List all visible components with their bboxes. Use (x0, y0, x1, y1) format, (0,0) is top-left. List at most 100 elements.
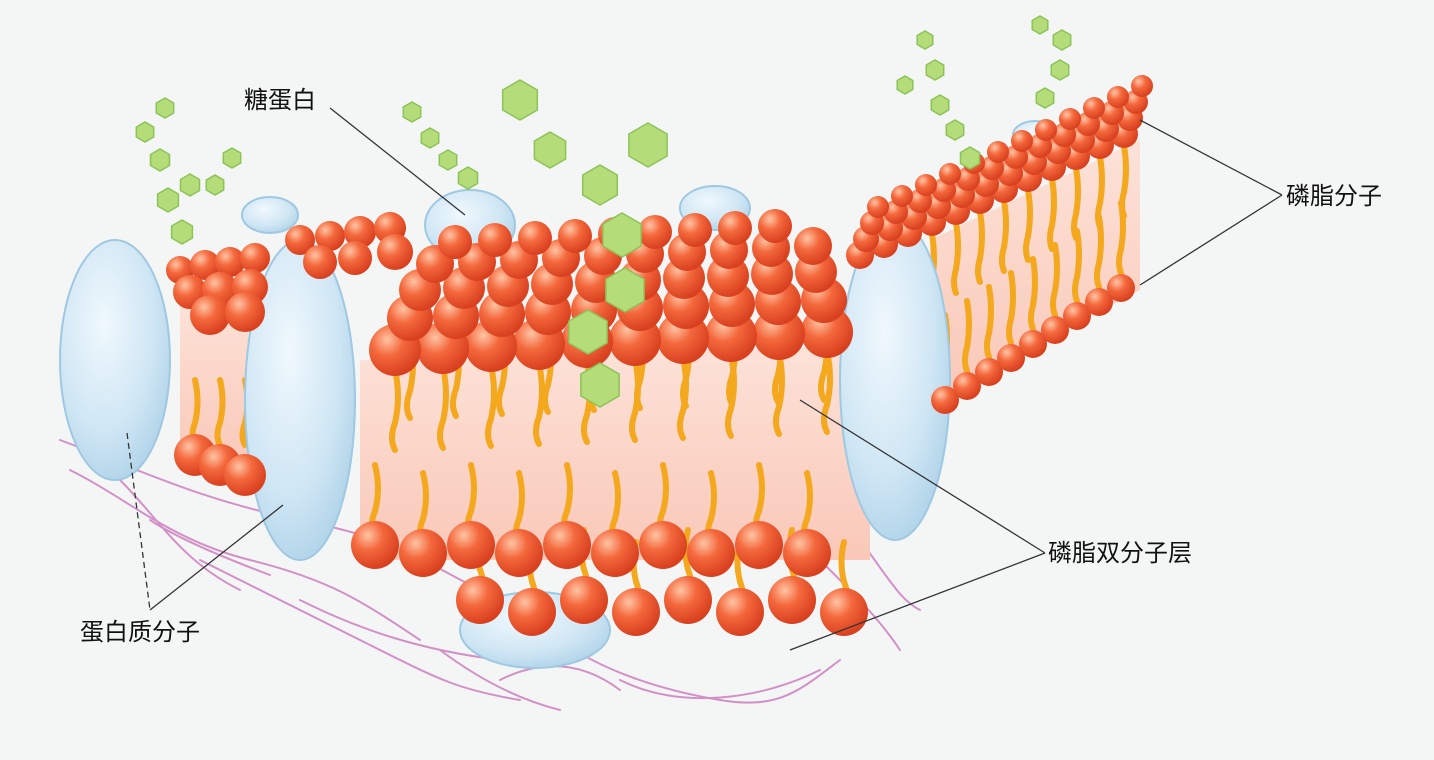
lipid-tail (1119, 143, 1129, 219)
sugar-unit (1052, 29, 1072, 51)
lipid-tail (1006, 270, 1016, 346)
sugar-unit (149, 148, 171, 172)
phospholipid-head (190, 250, 220, 280)
phospholipid-head (1041, 316, 1069, 344)
phospholipid-head (664, 576, 712, 624)
phospholipid-head (344, 216, 376, 248)
phospholipid-head (438, 225, 472, 259)
phospholipid-head (285, 225, 315, 255)
lipid-tail (1050, 242, 1060, 318)
lipid-tail (389, 367, 401, 453)
lipid-tail (214, 377, 226, 448)
phospholipid-head (867, 196, 889, 218)
lipid-tail (975, 209, 985, 285)
phospholipid-head (1131, 75, 1153, 97)
phospholipid-head (931, 386, 959, 414)
phospholipid-head (638, 215, 672, 249)
sugar-unit (1031, 15, 1049, 35)
phospholipid-head (338, 241, 372, 275)
sugar-unit (457, 166, 479, 190)
sugar-unit (533, 131, 567, 169)
sugar-unit (155, 97, 175, 119)
phospholipid-head (508, 588, 556, 636)
sugar-unit (581, 164, 619, 206)
sugar-unit (568, 309, 608, 355)
phospholipid-head (891, 185, 913, 207)
lipid-tail (984, 284, 994, 360)
phospholipid-head (687, 529, 735, 577)
lipid-tail (1023, 187, 1033, 263)
phospholipid-head (1035, 119, 1057, 141)
phospholipid-molecule-label: 磷脂分子 (1286, 182, 1382, 210)
sugar-chains (135, 15, 1072, 408)
sugar-unit (135, 121, 155, 143)
sugar-unit (580, 362, 620, 408)
phospholipid-bilayer-label: 磷脂双分子层 (1048, 539, 1192, 567)
sugar-unit (420, 127, 440, 149)
phospholipid-head (768, 576, 816, 624)
phospholipid-head (794, 227, 832, 265)
phospholipid-head (447, 521, 495, 569)
sugar-unit (628, 122, 668, 168)
lipid-tail (1094, 214, 1104, 290)
phospholipid-head (240, 243, 270, 273)
sugar-unit (222, 147, 242, 169)
phospholipid-head (939, 163, 961, 185)
sugar-unit (930, 94, 950, 116)
phospholipid-head (351, 521, 399, 569)
phospholipid-head (456, 576, 504, 624)
phospholipid-head (495, 529, 543, 577)
protein-molecule-label: 蛋白质分子 (80, 618, 200, 646)
phospholipid-head (478, 223, 512, 257)
phospholipid-head (1059, 108, 1081, 130)
sugar-unit (602, 212, 642, 258)
phospholipid-head (591, 529, 639, 577)
phospholipid-head (1063, 302, 1091, 330)
phospholipid-head (543, 521, 591, 569)
phospholipid-head (518, 221, 552, 255)
lipid-tail (1047, 176, 1057, 252)
sugar-unit (959, 146, 981, 170)
phospholipid-head (1085, 288, 1113, 316)
phospholipid-head (215, 247, 245, 277)
sugar-unit (501, 79, 539, 121)
phospholipid-head (953, 372, 981, 400)
phospholipid-head (399, 529, 447, 577)
lipid-tail (437, 365, 449, 451)
sugar-unit (925, 59, 945, 81)
phospholipid-head (678, 213, 712, 247)
phospholipid-head (303, 245, 337, 279)
lipid-tail (533, 361, 545, 447)
glycoprotein-label: 糖蛋白 (244, 86, 316, 114)
sugar-unit (205, 174, 225, 196)
sugar-unit (1035, 87, 1055, 109)
phospholipid-head (224, 454, 266, 496)
phospholipid-head (612, 588, 660, 636)
lipid-tail (999, 198, 1009, 274)
lipid-tail (962, 298, 972, 374)
phospholipid-head (1107, 274, 1135, 302)
phospholipid-head (718, 211, 752, 245)
sugar-unit (170, 219, 194, 245)
phospholipid-head (560, 576, 608, 624)
phospholipid-head (315, 221, 345, 251)
lipid-tail (1028, 256, 1038, 332)
phospholipid-head (987, 141, 1009, 163)
phospholipid-head (1011, 130, 1033, 152)
sugar-unit (156, 187, 180, 213)
phospholipid-head (1107, 86, 1129, 108)
phospholipid-head (225, 292, 265, 332)
phospholipid-head (558, 219, 592, 253)
sugar-unit (438, 149, 458, 171)
phospholipid-head (820, 588, 868, 636)
protein-molecules (59, 120, 1058, 669)
phospholipid-head (190, 295, 230, 335)
lipid-tail (1095, 154, 1105, 230)
phospholipid-head (377, 234, 413, 270)
phospholipid-head (1019, 330, 1047, 358)
phospholipid-head (1083, 97, 1105, 119)
lipid-tail (1072, 228, 1082, 304)
sugar-unit (605, 267, 645, 313)
lipid-tail (485, 363, 497, 449)
